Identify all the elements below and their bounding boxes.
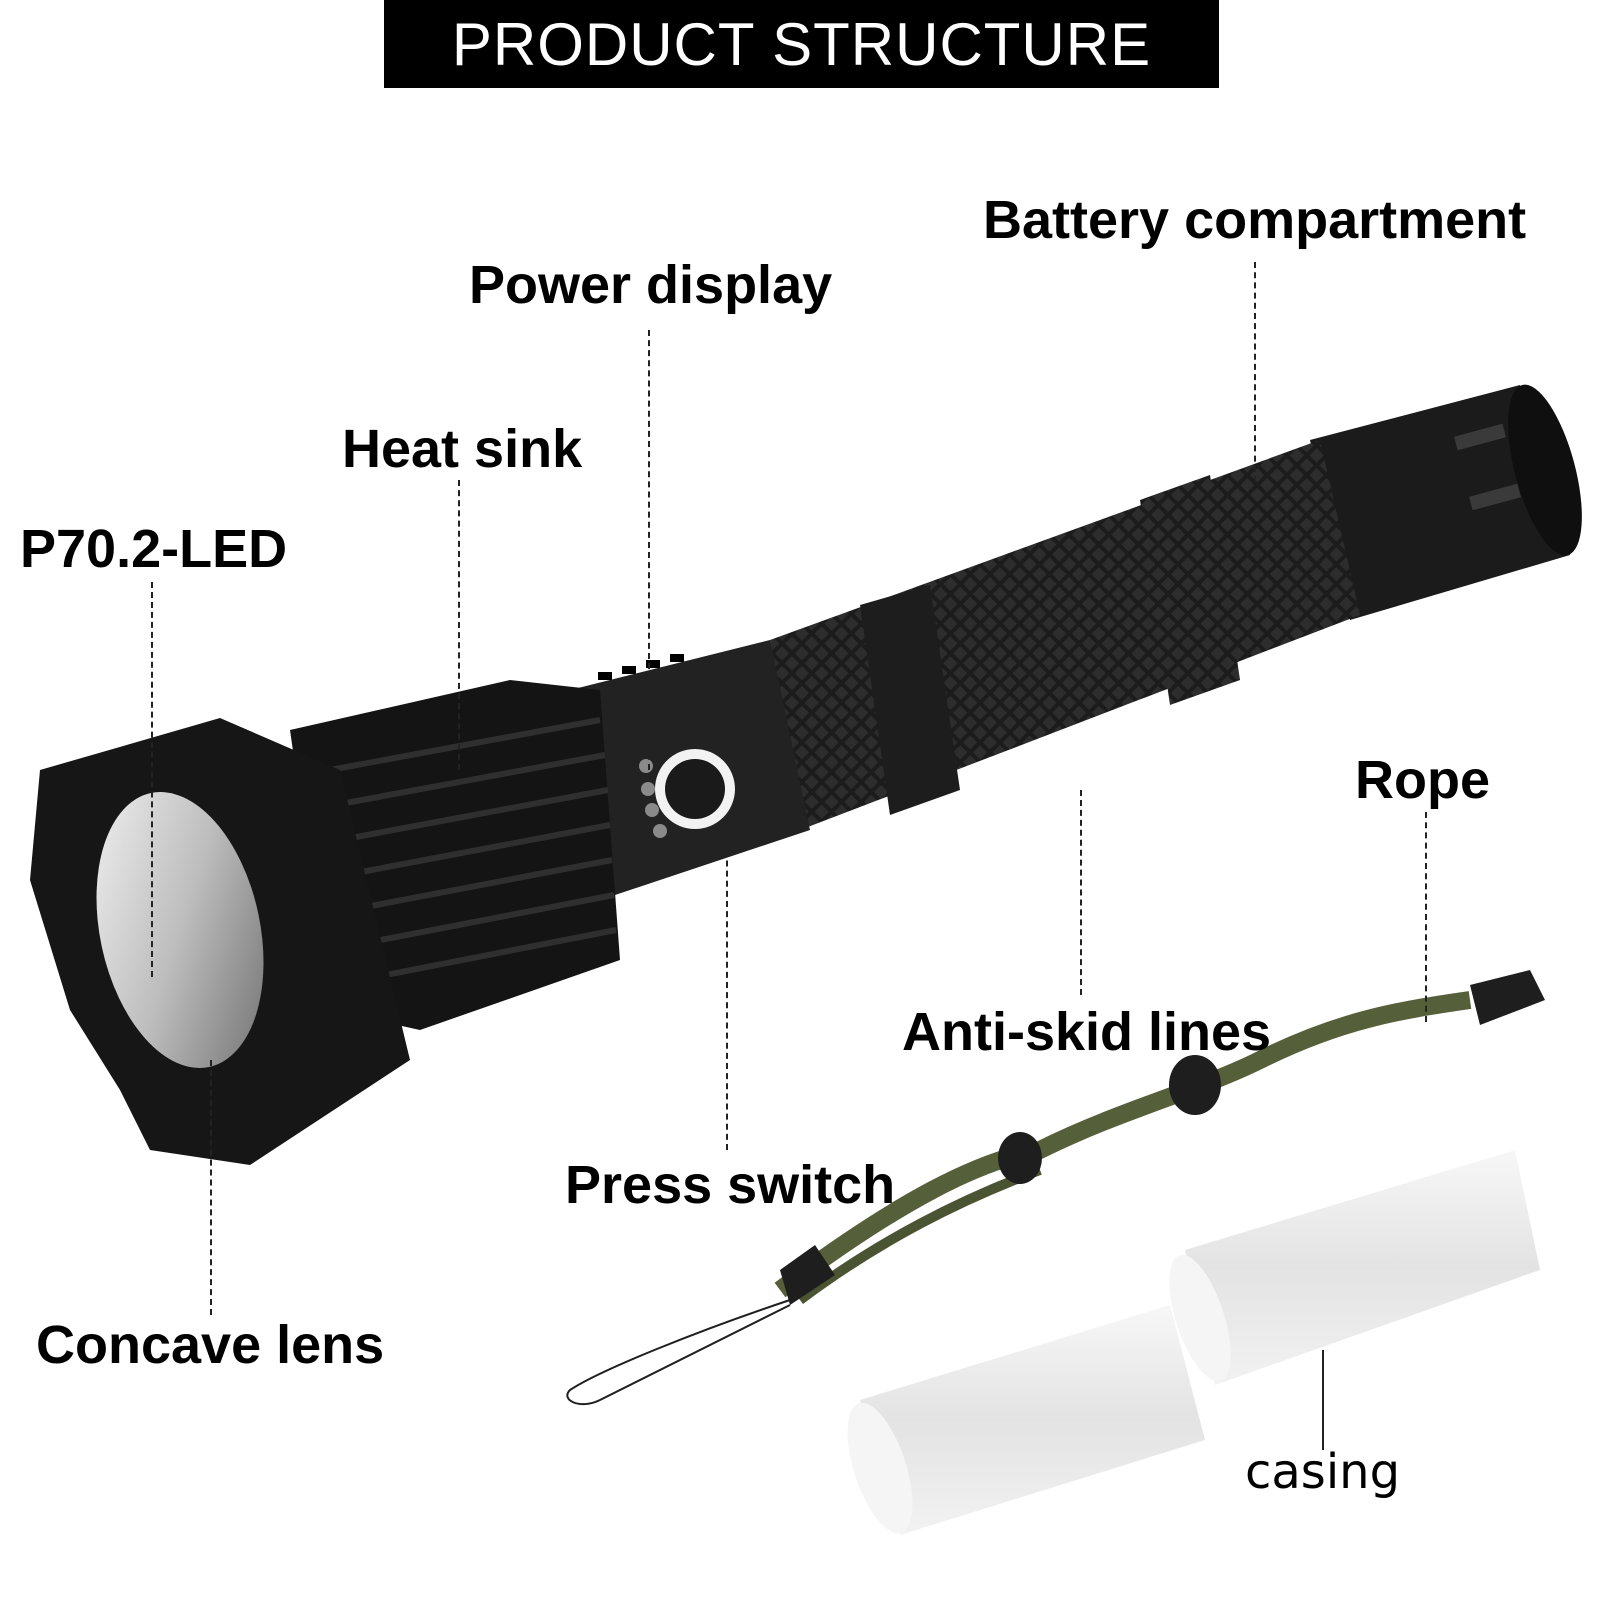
label-heat-sink: Heat sink [342,419,583,479]
label-rope: Rope [1355,750,1490,810]
label-casing: casing [1245,1444,1401,1500]
leader-press-switch [726,820,728,1150]
leader-rope [1425,812,1427,1022]
label-press-switch: Press switch [565,1155,896,1215]
label-battery-compartment: Battery compartment [983,190,1527,250]
battery-casings [847,1150,1540,1535]
leader-anti-skid [1080,790,1082,995]
leader-casing [1322,1350,1324,1450]
battery-tube [770,440,1360,830]
leader-heat-sink [458,480,460,770]
label-led: P70.2-LED [20,519,288,579]
label-concave-lens: Concave lens [36,1315,385,1375]
leader-battery-compartment [1254,262,1256,482]
head-bezel [30,718,410,1165]
leader-power-display [648,330,650,770]
page-title: PRODUCT STRUCTURE [451,10,1152,78]
rope-lanyard [566,970,1545,1406]
leader-led [151,582,153,977]
leader-concave-lens [210,1060,212,1315]
concave-lens [96,792,264,1068]
tail-cap [1310,384,1582,620]
label-power-display: Power display [469,255,833,315]
label-anti-skid-lines: Anti-skid lines [902,1002,1272,1062]
title-banner: PRODUCT STRUCTURE [384,0,1219,88]
